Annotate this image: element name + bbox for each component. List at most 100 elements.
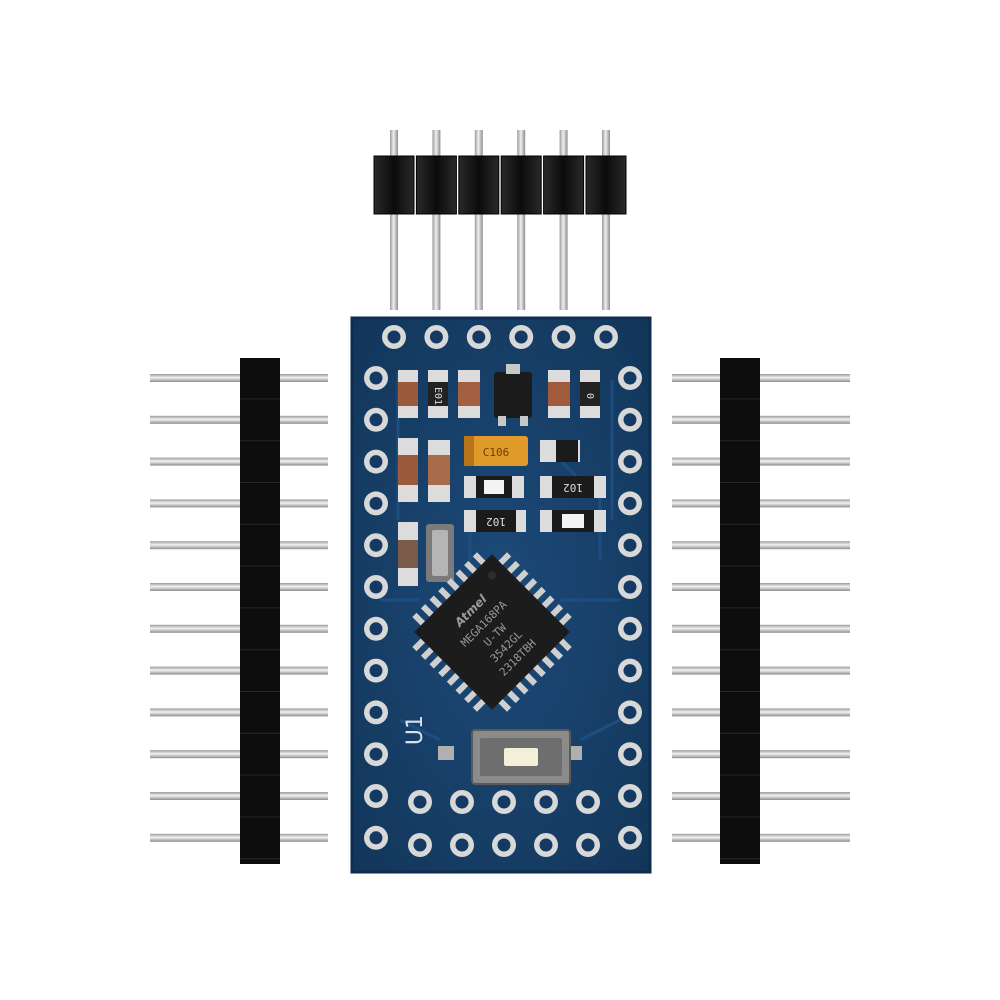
pad-hole xyxy=(369,371,383,385)
side-pin-right xyxy=(760,499,850,508)
capacitor-c3 xyxy=(458,370,480,418)
side-pin-right xyxy=(280,415,328,424)
pad-hole xyxy=(472,330,486,344)
side-pin-right xyxy=(760,708,850,717)
pad-hole xyxy=(413,838,427,852)
pad-hole xyxy=(623,831,637,845)
voltage-regulator xyxy=(494,364,532,426)
side-pin-left xyxy=(150,624,240,633)
pad-hole xyxy=(581,838,595,852)
side-pin-left xyxy=(150,541,240,550)
top-pin-upper xyxy=(432,130,441,160)
pad-hole xyxy=(599,330,613,344)
pad-hole xyxy=(623,371,637,385)
microcontroller-chip xyxy=(412,552,572,712)
tantalum-code: C106 xyxy=(483,446,510,459)
side-pin-left xyxy=(150,708,240,717)
tantalum-capacitor: C106 xyxy=(464,436,528,466)
resistor-r3: 102 xyxy=(464,510,526,532)
side-pin-left xyxy=(150,583,240,591)
side-pin-left xyxy=(672,666,720,675)
capacitor-c2: E01 xyxy=(428,370,448,418)
pad-hole xyxy=(369,538,383,552)
pad-hole xyxy=(623,622,637,636)
top-pin-housing xyxy=(373,155,415,215)
pad-hole xyxy=(539,838,553,852)
resistor-code-right: 102 xyxy=(563,481,583,494)
top-pin-header xyxy=(373,130,627,310)
pad-grid xyxy=(364,325,642,857)
capacitor-c8 xyxy=(398,522,418,586)
side-pin-left xyxy=(150,833,240,842)
side-pin-right xyxy=(280,499,328,508)
pad-hole xyxy=(623,580,637,594)
pad-hole xyxy=(557,330,571,344)
side-pin-right xyxy=(280,374,328,382)
silkscreen-label-u1: U1 xyxy=(403,715,428,745)
capacitor-c1 xyxy=(398,370,418,418)
resistor-code-bottom-left: 102 xyxy=(486,515,506,528)
side-pin-left xyxy=(150,750,240,759)
pad-hole xyxy=(623,705,637,719)
side-pin-right xyxy=(280,750,328,759)
side-pin-left xyxy=(672,750,720,759)
top-pin-housing xyxy=(500,155,542,215)
side-pin-right xyxy=(760,624,850,633)
top-pin-upper xyxy=(602,130,610,160)
side-pin-right xyxy=(280,666,328,675)
header-plastic-strip xyxy=(720,358,760,864)
pad-hole xyxy=(369,747,383,761)
top-pin-lower xyxy=(602,208,610,310)
pad-hole xyxy=(623,455,637,469)
side-pin-right xyxy=(280,792,328,800)
side-pin-right xyxy=(280,624,328,633)
capacitor-c6 xyxy=(398,438,418,502)
chip-lead xyxy=(438,586,453,601)
resistor-r2: 102 xyxy=(540,476,606,498)
side-pin-left xyxy=(672,415,720,424)
top-pin-housing xyxy=(415,155,457,215)
pad-hole xyxy=(514,330,528,344)
pad-hole xyxy=(369,705,383,719)
side-pin-right xyxy=(760,833,850,842)
top-pin-upper xyxy=(517,130,526,160)
top-pin-housing xyxy=(585,155,627,215)
pad-hole xyxy=(623,496,637,510)
capacitor-c4 xyxy=(548,370,570,418)
reset-button xyxy=(438,729,582,785)
chip-lead xyxy=(455,569,470,584)
side-pin-right xyxy=(280,457,328,466)
pad-hole xyxy=(497,795,511,809)
side-pin-left xyxy=(150,499,240,508)
side-pin-left xyxy=(150,374,240,382)
header-plastic-strip xyxy=(240,358,280,864)
side-pin-left xyxy=(672,708,720,717)
pad-hole xyxy=(369,622,383,636)
pad-hole xyxy=(429,330,443,344)
top-pin-lower xyxy=(390,208,398,310)
chip-lead xyxy=(472,552,487,567)
pad-hole xyxy=(623,538,637,552)
top-pin-housing xyxy=(543,155,585,215)
side-pin-right xyxy=(760,750,850,759)
top-pin-upper xyxy=(390,130,398,160)
diode xyxy=(540,440,580,462)
side-pin-left xyxy=(150,415,240,424)
top-pin-lower xyxy=(432,208,441,310)
side-pin-left xyxy=(672,457,720,466)
pad-hole xyxy=(369,789,383,803)
top-pin-housing xyxy=(458,155,500,215)
top-pin-lower xyxy=(559,208,568,310)
side-pin-left xyxy=(672,792,720,800)
side-pin-right xyxy=(760,374,850,382)
side-pin-left xyxy=(672,583,720,591)
pad-hole xyxy=(623,664,637,678)
side-pin-right xyxy=(760,583,850,591)
crystal-resonator xyxy=(426,524,454,582)
left-pin-header xyxy=(150,358,328,864)
side-pin-right xyxy=(760,415,850,424)
pad-hole xyxy=(497,838,511,852)
side-pin-right xyxy=(760,541,850,550)
capacitor-c5: 0 xyxy=(580,370,600,418)
